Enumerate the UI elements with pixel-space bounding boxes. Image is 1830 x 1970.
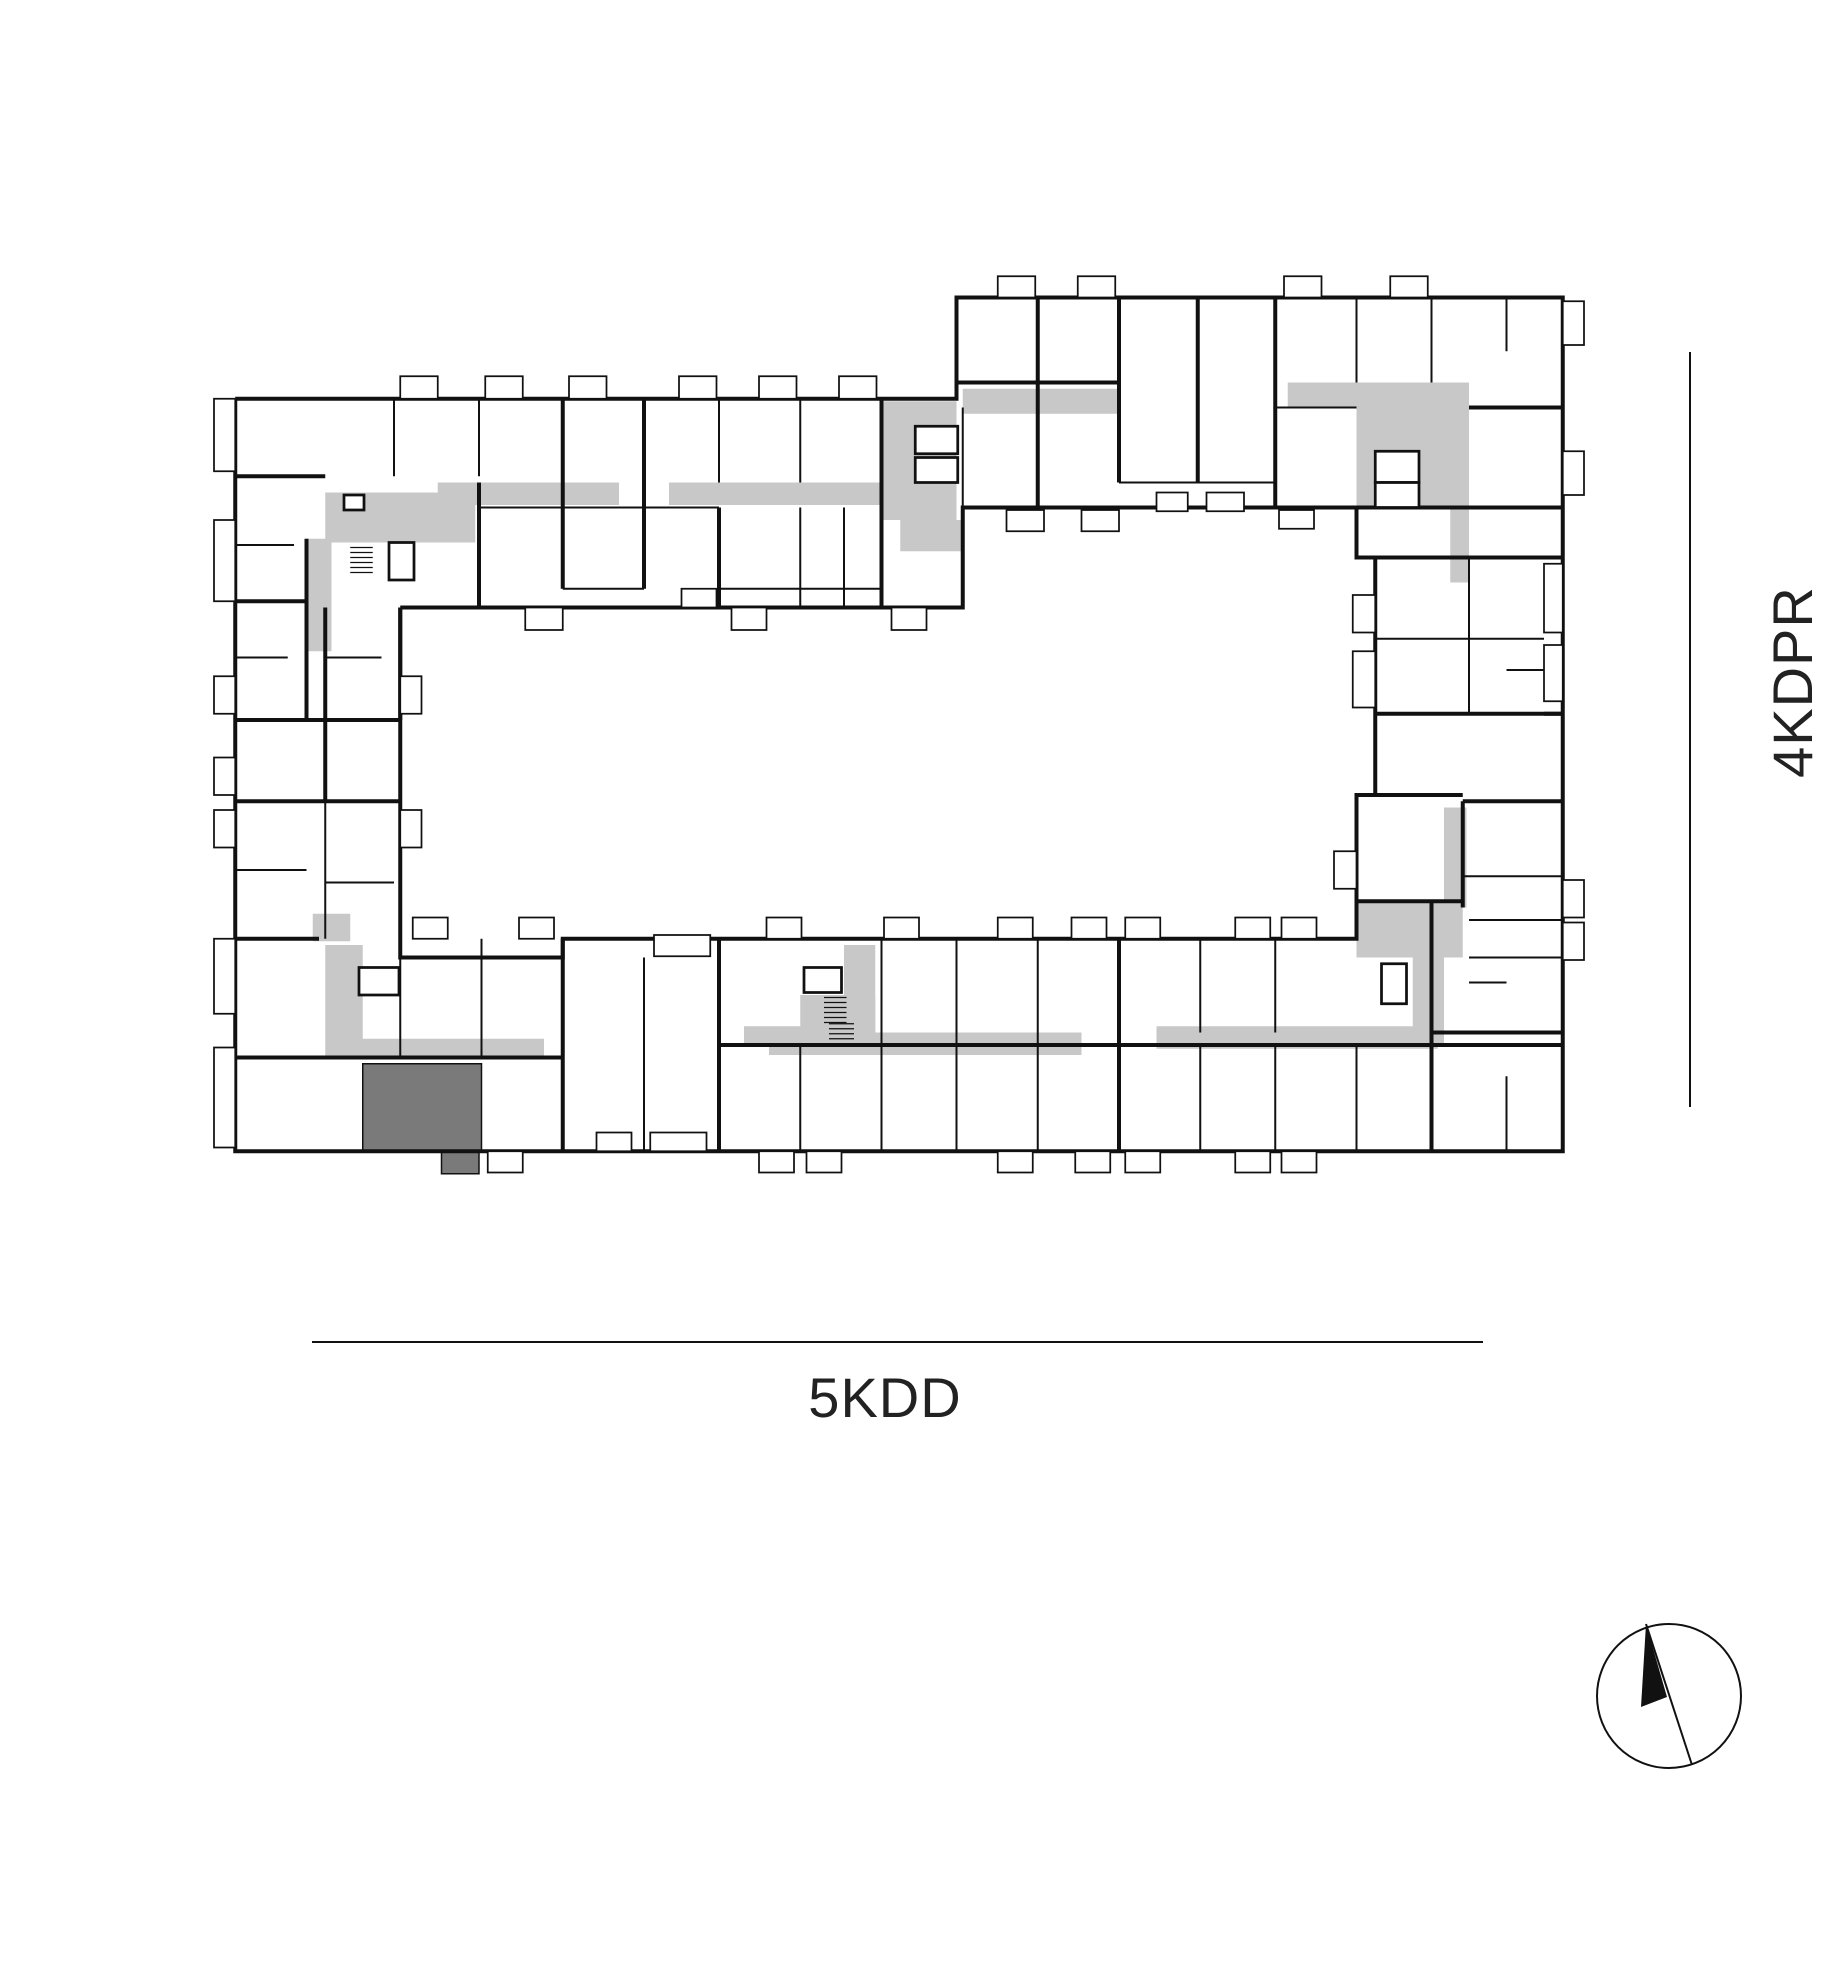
balcony xyxy=(568,375,608,400)
balcony xyxy=(518,916,555,940)
corridor xyxy=(900,520,963,552)
north-arrow-icon xyxy=(1596,1623,1742,1769)
balcony xyxy=(1278,509,1315,530)
corridor xyxy=(1287,382,1469,408)
balcony xyxy=(1280,916,1318,940)
corridor xyxy=(437,482,619,505)
balcony xyxy=(486,1150,524,1174)
corridor xyxy=(962,388,1119,414)
balcony xyxy=(730,606,768,631)
shaft xyxy=(357,966,401,997)
balcony xyxy=(213,397,237,473)
balcony xyxy=(1080,509,1120,533)
balcony xyxy=(399,375,439,400)
balcony xyxy=(213,937,237,1015)
balcony xyxy=(765,916,803,940)
corridor xyxy=(844,945,876,1033)
width-dimension-label: 5KDD xyxy=(808,1366,962,1429)
corridor xyxy=(1356,901,1463,958)
balcony xyxy=(1543,644,1564,703)
balcony xyxy=(680,587,718,609)
balcony xyxy=(890,606,928,631)
balcony xyxy=(838,375,878,400)
shaft xyxy=(1380,962,1408,1006)
shaft xyxy=(342,493,366,512)
balcony xyxy=(649,1131,708,1153)
balcony xyxy=(883,916,920,940)
balcony xyxy=(1283,275,1323,299)
highlighted-unit-balcony xyxy=(440,1150,480,1175)
corridor xyxy=(306,538,332,652)
balcony xyxy=(1280,1150,1318,1174)
shaft xyxy=(1373,449,1421,484)
balcony xyxy=(1234,1150,1272,1174)
balcony xyxy=(213,675,237,715)
balcony xyxy=(399,675,423,715)
balcony xyxy=(758,375,798,400)
height-dimension-label: 4KDPR xyxy=(1761,586,1824,778)
balcony xyxy=(1561,921,1585,961)
shaft xyxy=(913,456,960,484)
balcony xyxy=(213,1046,237,1149)
balcony xyxy=(524,606,564,631)
balcony xyxy=(678,375,718,400)
corridor xyxy=(312,913,351,942)
balcony xyxy=(996,916,1034,940)
balcony xyxy=(1124,1150,1162,1174)
balcony xyxy=(484,375,524,400)
balcony xyxy=(1124,916,1162,940)
balcony xyxy=(758,1150,795,1174)
balcony xyxy=(1074,1150,1112,1174)
balcony xyxy=(399,809,423,849)
balcony xyxy=(213,809,237,849)
balcony xyxy=(1076,275,1117,299)
balcony xyxy=(213,756,237,796)
balcony xyxy=(1333,850,1358,890)
shaft xyxy=(1373,481,1421,509)
corridor xyxy=(356,1038,544,1058)
balcony xyxy=(653,934,712,958)
balcony xyxy=(1561,300,1585,346)
corridor xyxy=(669,482,882,505)
balcony xyxy=(1070,916,1108,940)
balcony xyxy=(805,1150,843,1174)
shaft xyxy=(913,424,960,456)
balcony xyxy=(1351,650,1377,709)
balcony xyxy=(1351,594,1377,634)
shaft xyxy=(802,966,843,994)
balcony xyxy=(1234,916,1272,940)
shaft xyxy=(387,541,416,582)
balcony xyxy=(213,519,237,603)
balcony xyxy=(1561,450,1585,496)
balcony xyxy=(996,1150,1034,1174)
courtyard-wall xyxy=(398,505,1378,960)
balcony xyxy=(996,275,1037,299)
balcony xyxy=(1561,879,1585,919)
balcony xyxy=(411,916,449,940)
corridor xyxy=(1450,507,1469,583)
balcony xyxy=(595,1131,633,1153)
balcony xyxy=(1389,275,1429,299)
corridor xyxy=(1444,407,1469,508)
balcony xyxy=(1005,509,1045,533)
balcony xyxy=(1543,562,1564,634)
balcony xyxy=(1155,491,1189,513)
highlighted-unit xyxy=(362,1063,483,1152)
building-plan xyxy=(213,275,1585,1175)
balcony xyxy=(1205,491,1245,513)
